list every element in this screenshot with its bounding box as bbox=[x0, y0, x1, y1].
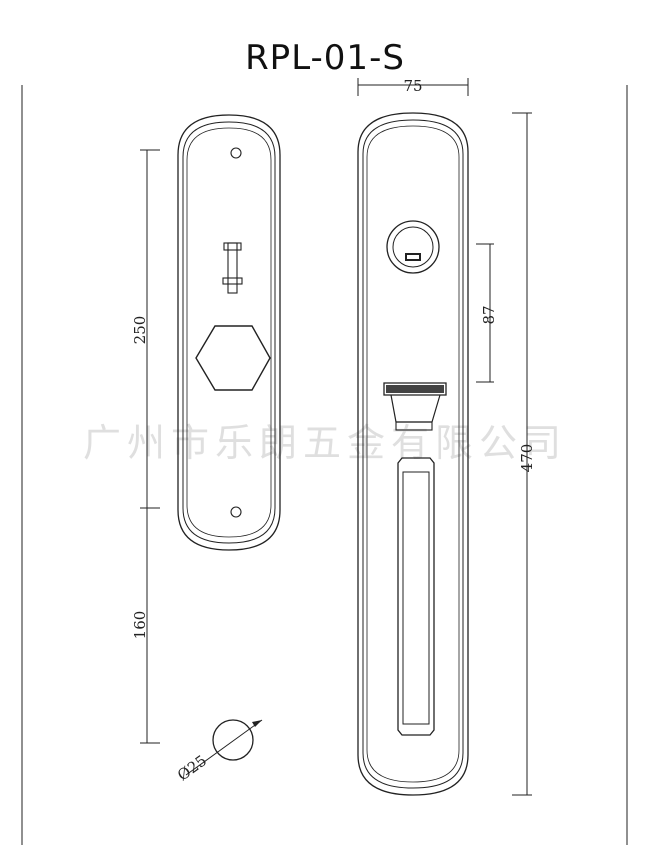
dim-470-label: 470 bbox=[518, 444, 536, 473]
key-cylinder bbox=[386, 220, 440, 274]
dim-75-label: 75 bbox=[403, 77, 422, 95]
dimension-left bbox=[140, 149, 160, 744]
handle-grip bbox=[397, 457, 435, 736]
knob-diagram bbox=[185, 719, 263, 776]
page-frame bbox=[21, 85, 628, 845]
hexagon-rose bbox=[195, 325, 271, 391]
escutcheon-plate bbox=[177, 114, 281, 551]
thumb-turn bbox=[222, 242, 243, 294]
dimension-top bbox=[357, 78, 469, 96]
dimension-87 bbox=[476, 243, 494, 383]
dim-87-label: 87 bbox=[480, 305, 498, 324]
drawing-title: RPL-01-S bbox=[245, 38, 405, 78]
dim-knob-diameter: Ø25 bbox=[174, 751, 210, 784]
dim-160-label: 160 bbox=[131, 611, 149, 640]
dimension-470 bbox=[512, 112, 532, 796]
bottom-screw-hole bbox=[230, 506, 242, 518]
company-watermark: 广州市乐朗五金有限公司 bbox=[82, 421, 567, 465]
thumb-lever bbox=[383, 382, 447, 431]
dim-250-label: 250 bbox=[131, 316, 149, 345]
handle-backplate bbox=[357, 112, 469, 796]
top-screw-hole bbox=[230, 147, 242, 159]
